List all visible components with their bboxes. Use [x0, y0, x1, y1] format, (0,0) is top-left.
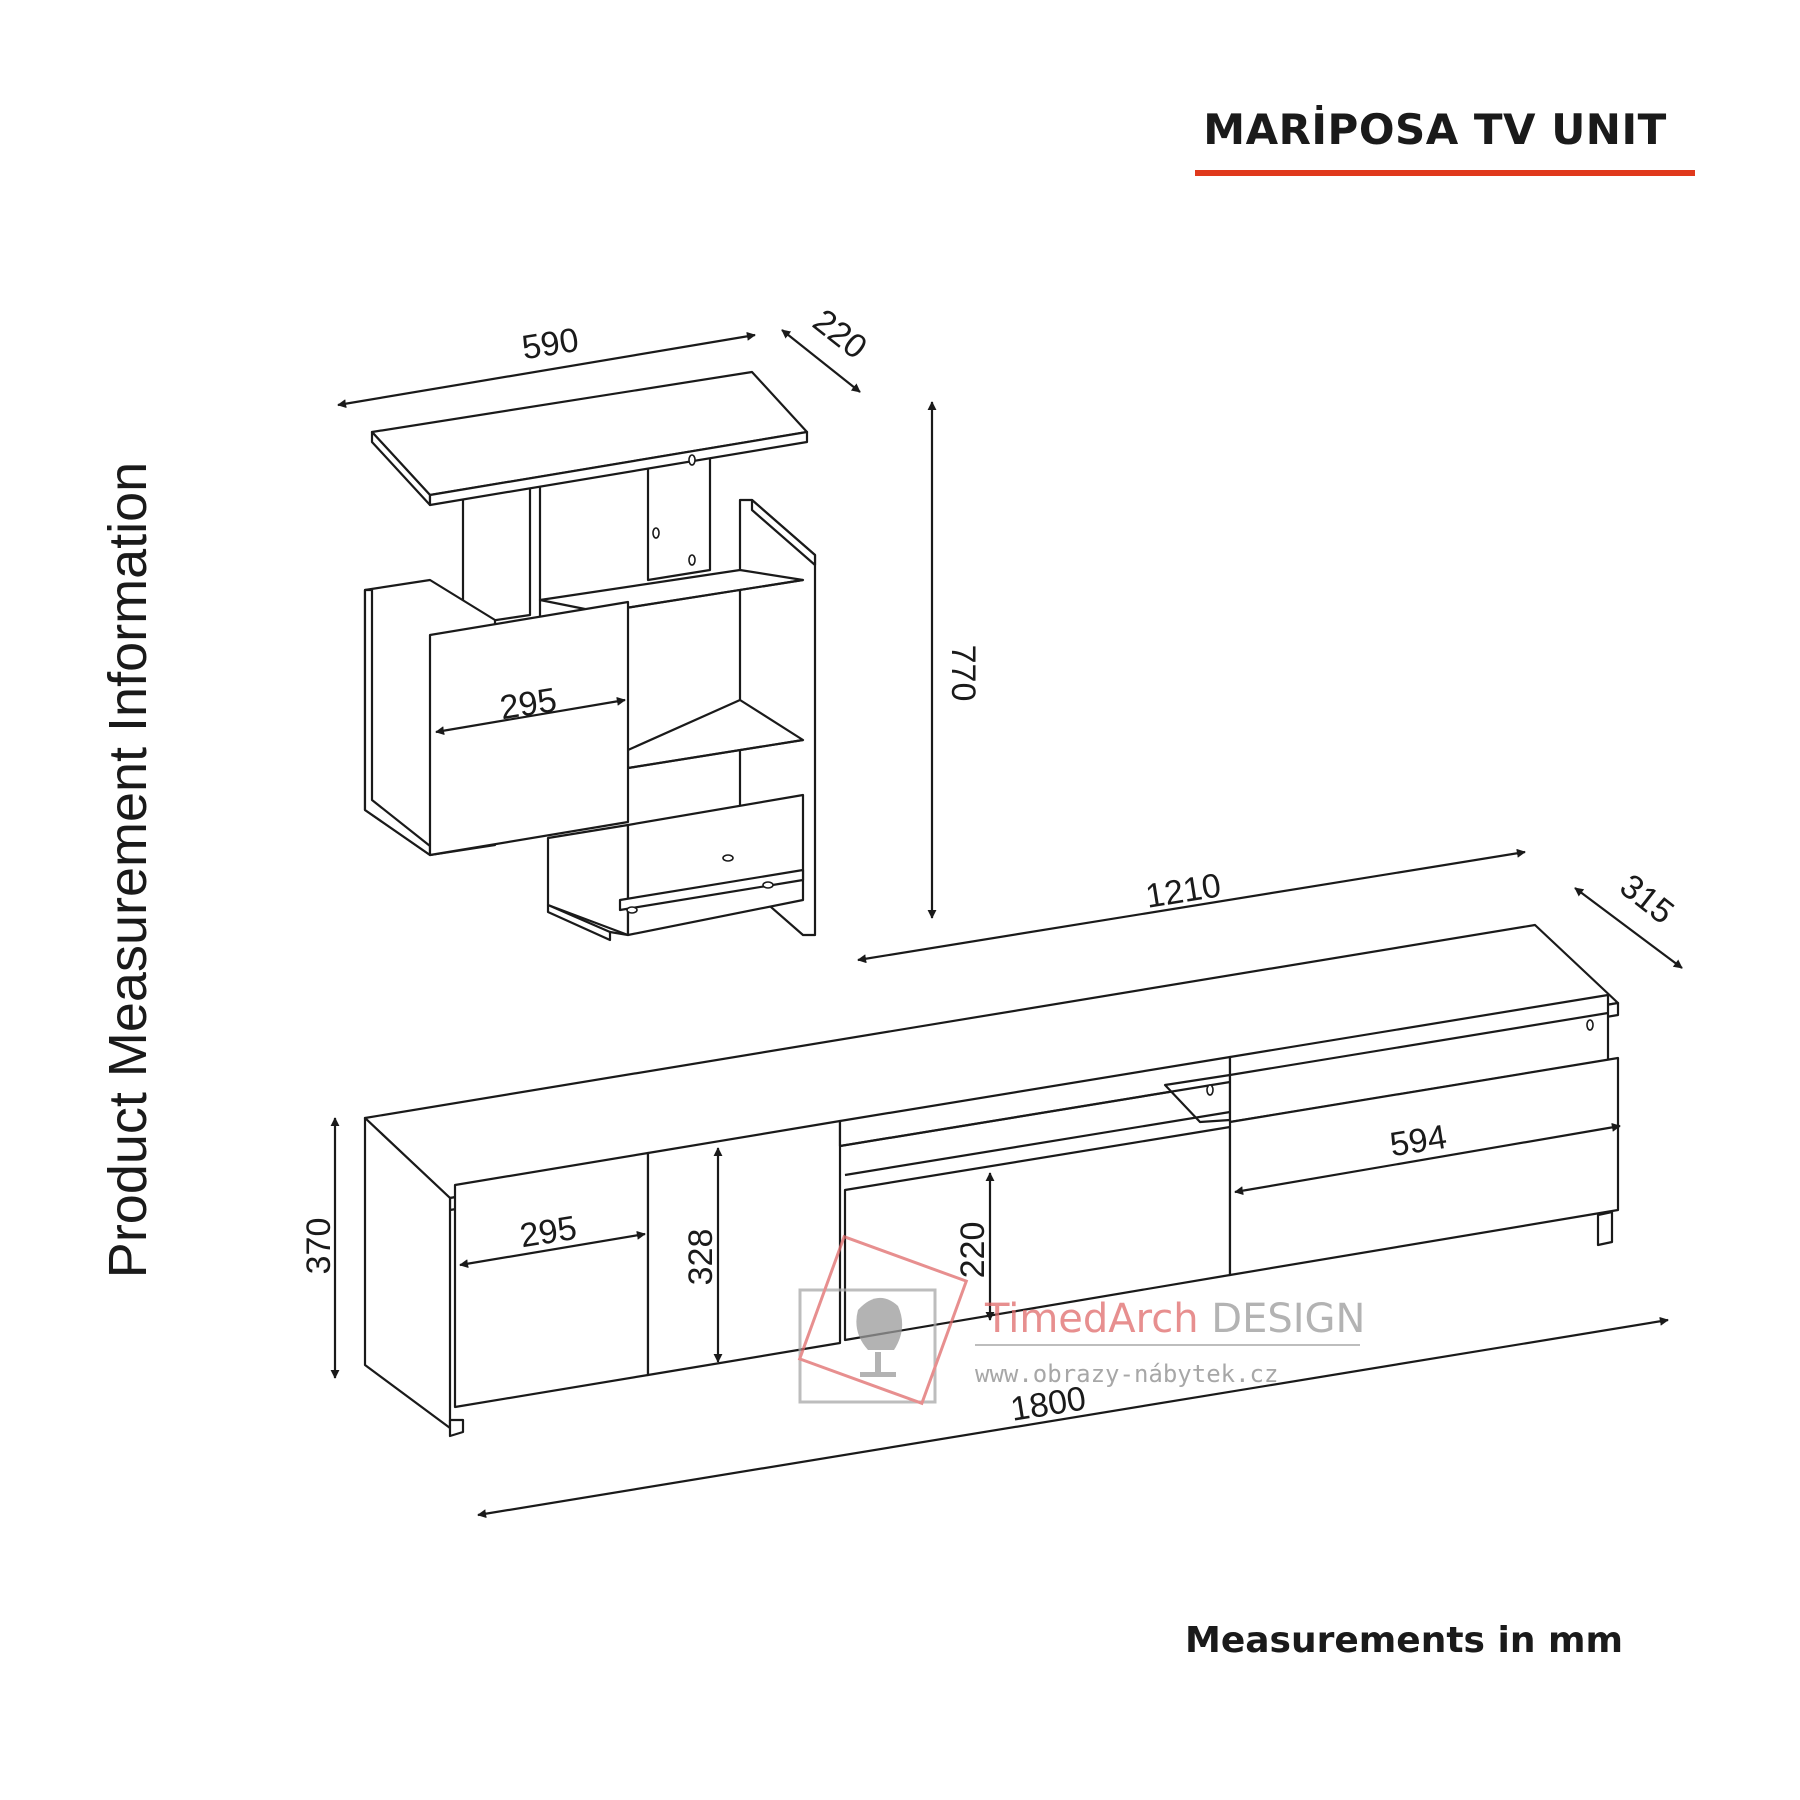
dim-shelf-door: 295: [497, 681, 559, 727]
dim-tv-height: 370: [300, 1218, 338, 1275]
dim-line-shelf-door: [435, 696, 626, 736]
dim-shelf-height: 770: [944, 645, 982, 702]
dim-line-shelf-depth: [781, 329, 861, 393]
watermark: TimedArch DESIGN www.obrazy-nábytek.cz: [797, 1234, 1365, 1406]
watermark-url: www.obrazy-nábytek.cz: [975, 1360, 1278, 1388]
shelf-back-panel-left: [461, 483, 532, 627]
watermark-brand-part2: DESIGN: [1199, 1296, 1366, 1342]
wall-shelf: [363, 370, 817, 942]
watermark-brand-part1: TimedArch: [984, 1296, 1199, 1342]
dim-line-shelf-width: [337, 331, 756, 409]
tv-left-door: [453, 1151, 650, 1409]
dim-tv-depth: 315: [1613, 867, 1681, 932]
dim-tv-drawer-width: 594: [1387, 1118, 1449, 1164]
units-footnote: Measurements in mm: [1185, 1620, 1624, 1661]
dim-line-tv-drawer-width: [1234, 1122, 1621, 1196]
svg-text:TimedArch DESIGN: TimedArch DESIGN: [984, 1296, 1365, 1342]
page-title: MARİPOSA TV UNIT: [1203, 105, 1667, 154]
dim-tv-door-height: 328: [682, 1229, 720, 1286]
dim-tv-top-width: 1210: [1143, 866, 1224, 915]
dim-line-tv-width: [477, 1316, 1669, 1519]
dim-shelf-width: 590: [519, 321, 581, 367]
tv-middle-door: [646, 1119, 842, 1377]
egg-chair-icon: [856, 1297, 903, 1377]
dim-tv-drawer-height: 220: [954, 1222, 992, 1279]
title-underline: [1195, 170, 1695, 176]
dim-line-tv-top-width: [857, 848, 1526, 964]
dim-line-tv-depth: [1574, 887, 1683, 969]
dim-tv-door: 295: [517, 1209, 579, 1255]
dim-line-tv-door: [459, 1230, 646, 1269]
